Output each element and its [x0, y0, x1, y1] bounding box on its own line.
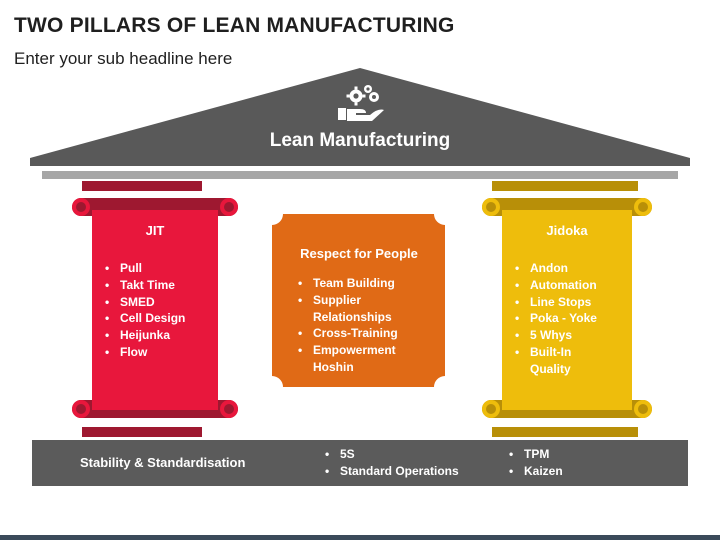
list-item: Andon: [513, 260, 605, 277]
roof-ledge: [42, 171, 678, 179]
list-item: Automation: [513, 277, 605, 294]
pillar-jit-title: JIT: [145, 223, 165, 238]
list-item: Cell Design: [103, 310, 218, 327]
page-title: TWO PILLARS OF LEAN MANUFACTURING: [14, 14, 455, 37]
base-list-2: TPM Kaizen: [507, 446, 607, 480]
base-label: Stability & Standardisation: [80, 455, 246, 470]
list-item: Flow: [103, 344, 218, 361]
pillar-jidoka-title: Jidoka: [546, 223, 588, 238]
list-item: Standard Operations: [323, 463, 493, 480]
list-item: Built-In Quality: [513, 344, 605, 378]
list-item: 5 Whys: [513, 327, 605, 344]
list-item: Supplier Relationships: [296, 292, 416, 326]
center-list: Team Building Supplier Relationships Cro…: [296, 275, 416, 376]
list-item: Empowerment Hoshin: [296, 342, 416, 376]
center-title: Respect for People: [300, 246, 418, 261]
list-item: TPM: [507, 446, 607, 463]
pillar-jidoka-list: Andon Automation Line Stops Poka - Yoke …: [513, 260, 605, 378]
list-item: Cross-Training: [296, 325, 416, 342]
footer-strip: [0, 535, 720, 540]
list-item: Line Stops: [513, 294, 605, 311]
page-subtitle: Enter your sub headline here: [14, 49, 233, 68]
list-item: Pull: [103, 260, 218, 277]
base-list-1: 5S Standard Operations: [323, 446, 493, 480]
gears-hand-icon: [338, 85, 384, 121]
list-item: Team Building: [296, 275, 416, 292]
list-item: 5S: [323, 446, 493, 463]
list-item: Poka - Yoke: [513, 310, 605, 327]
list-item: Takt Time: [103, 277, 218, 294]
list-item: SMED: [103, 294, 218, 311]
list-item: Kaizen: [507, 463, 607, 480]
pillar-jit-list: Pull Takt Time SMED Cell Design Heijunka…: [103, 260, 218, 361]
list-item: Heijunka: [103, 327, 218, 344]
roof-label: Lean Manufacturing: [269, 130, 451, 151]
